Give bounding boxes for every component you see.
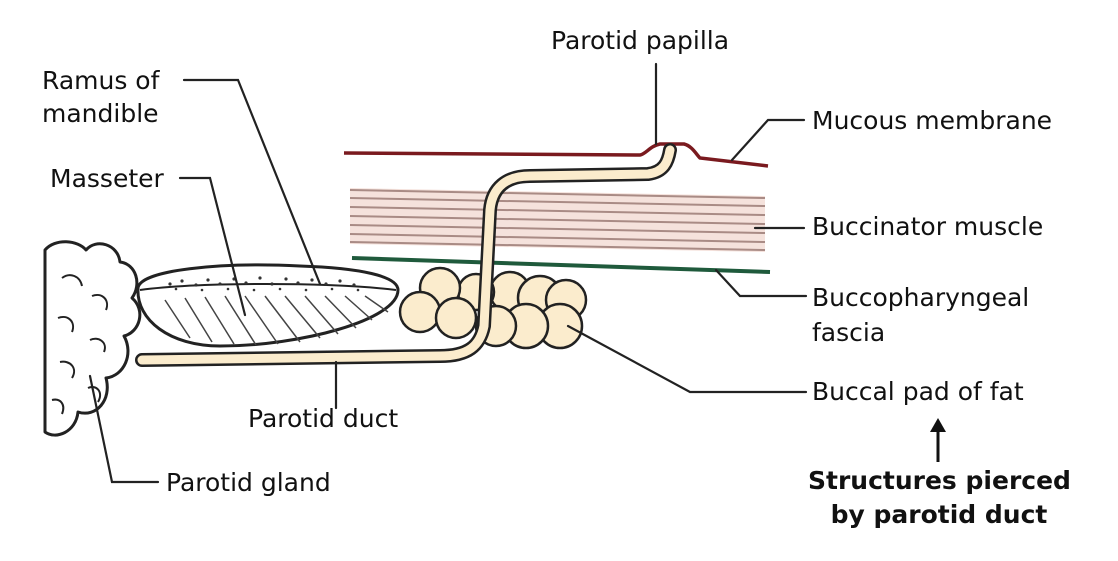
- label-masseter: Masseter: [50, 164, 164, 193]
- label-parotid-gland: Parotid gland: [166, 468, 331, 497]
- leader-gland: [88, 374, 160, 484]
- label-mucous-membrane: Mucous membrane: [812, 106, 1053, 135]
- leader-fat: [566, 324, 808, 394]
- masseter-ramus: [136, 263, 400, 348]
- up-arrow-icon: [930, 418, 946, 462]
- buccopharyngeal-fascia-line: [351, 256, 771, 274]
- caption-line2: by parotid duct: [830, 500, 1048, 529]
- mucous-membrane-line: [343, 142, 769, 168]
- parotid-gland: [43, 240, 142, 437]
- leader-masseter: [178, 176, 247, 317]
- label-buccal-pad-of-fat: Buccal pad of fat: [812, 377, 1024, 406]
- label-buccopharyngeal-fascia-line2: fascia: [812, 318, 886, 347]
- parotid-duct: [135, 143, 677, 367]
- buccinator-muscle: [349, 188, 766, 252]
- caption-line1: Structures pierced: [808, 466, 1071, 495]
- label-buccinator-muscle: Buccinator muscle: [812, 212, 1044, 241]
- label-ramus-of-mandible-line1: Ramus of: [42, 66, 160, 95]
- leader-fascia: [714, 268, 808, 298]
- label-ramus-of-mandible-line2: mandible: [42, 99, 159, 128]
- leader-ramus: [182, 78, 322, 286]
- label-parotid-duct: Parotid duct: [248, 404, 399, 433]
- label-buccopharyngeal-fascia-line1: Buccopharyngeal: [812, 283, 1030, 312]
- label-parotid-papilla: Parotid papilla: [551, 26, 730, 55]
- leader-mucous: [730, 118, 806, 162]
